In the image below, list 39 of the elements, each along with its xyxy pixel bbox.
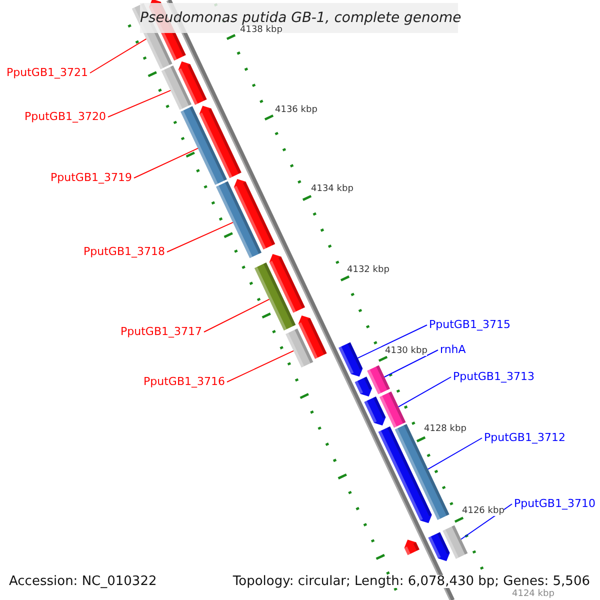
gene-bar <box>367 365 390 394</box>
leader-line <box>357 324 428 359</box>
gene-label: PputGB1_3715 <box>429 319 510 330</box>
footer-text: Topology: circular; Length: 6,078,430 bp; Genes: 5,506 <box>232 575 590 588</box>
scale-label: 4138 kbp <box>240 26 282 35</box>
scale-label: 4136 kbp <box>275 106 318 115</box>
gene-bar <box>338 342 363 377</box>
scale-label: 4124 kbp <box>512 590 554 599</box>
leader-line <box>134 148 198 178</box>
footer-text: Accession: NC_010322 <box>9 575 157 588</box>
scale-label: 4130 kbp <box>385 347 428 356</box>
gene-label: PputGB1_3719 <box>50 172 132 183</box>
leader-line <box>108 90 172 118</box>
leader-line <box>226 350 294 382</box>
gene-bar <box>286 328 314 368</box>
scale-label: 4134 kbp <box>311 185 354 194</box>
gene-bar <box>442 525 468 559</box>
leader-line <box>90 38 147 74</box>
gene-label: PputGB1_3713 <box>453 371 534 382</box>
gene-label: rnhA <box>440 344 466 355</box>
scale-label: 4132 kbp <box>347 266 390 275</box>
gene-label: PputGB1_3710 <box>514 498 596 509</box>
gene-bar <box>380 391 406 428</box>
gene-bar <box>161 65 192 110</box>
gene-label: PputGB1_3721 <box>6 67 88 78</box>
gene-label: PputGB1_3720 <box>24 111 106 122</box>
leader-line <box>427 438 482 470</box>
gene-bar <box>180 106 227 185</box>
gene-bar <box>254 262 296 330</box>
gene-bar <box>216 181 262 258</box>
scale-label: 4126 kbp <box>462 507 504 516</box>
gene-bar <box>394 424 450 520</box>
gene-label: PputGB1_3712 <box>484 432 566 443</box>
leader-line <box>398 376 452 408</box>
gene-label: PputGB1_3716 <box>144 376 225 387</box>
gene-label: PputGB1_3718 <box>84 246 165 257</box>
scale-label: 4128 kbp <box>424 425 466 434</box>
gene-label: PputGB1_3717 <box>120 326 202 337</box>
leader-line <box>384 350 438 378</box>
